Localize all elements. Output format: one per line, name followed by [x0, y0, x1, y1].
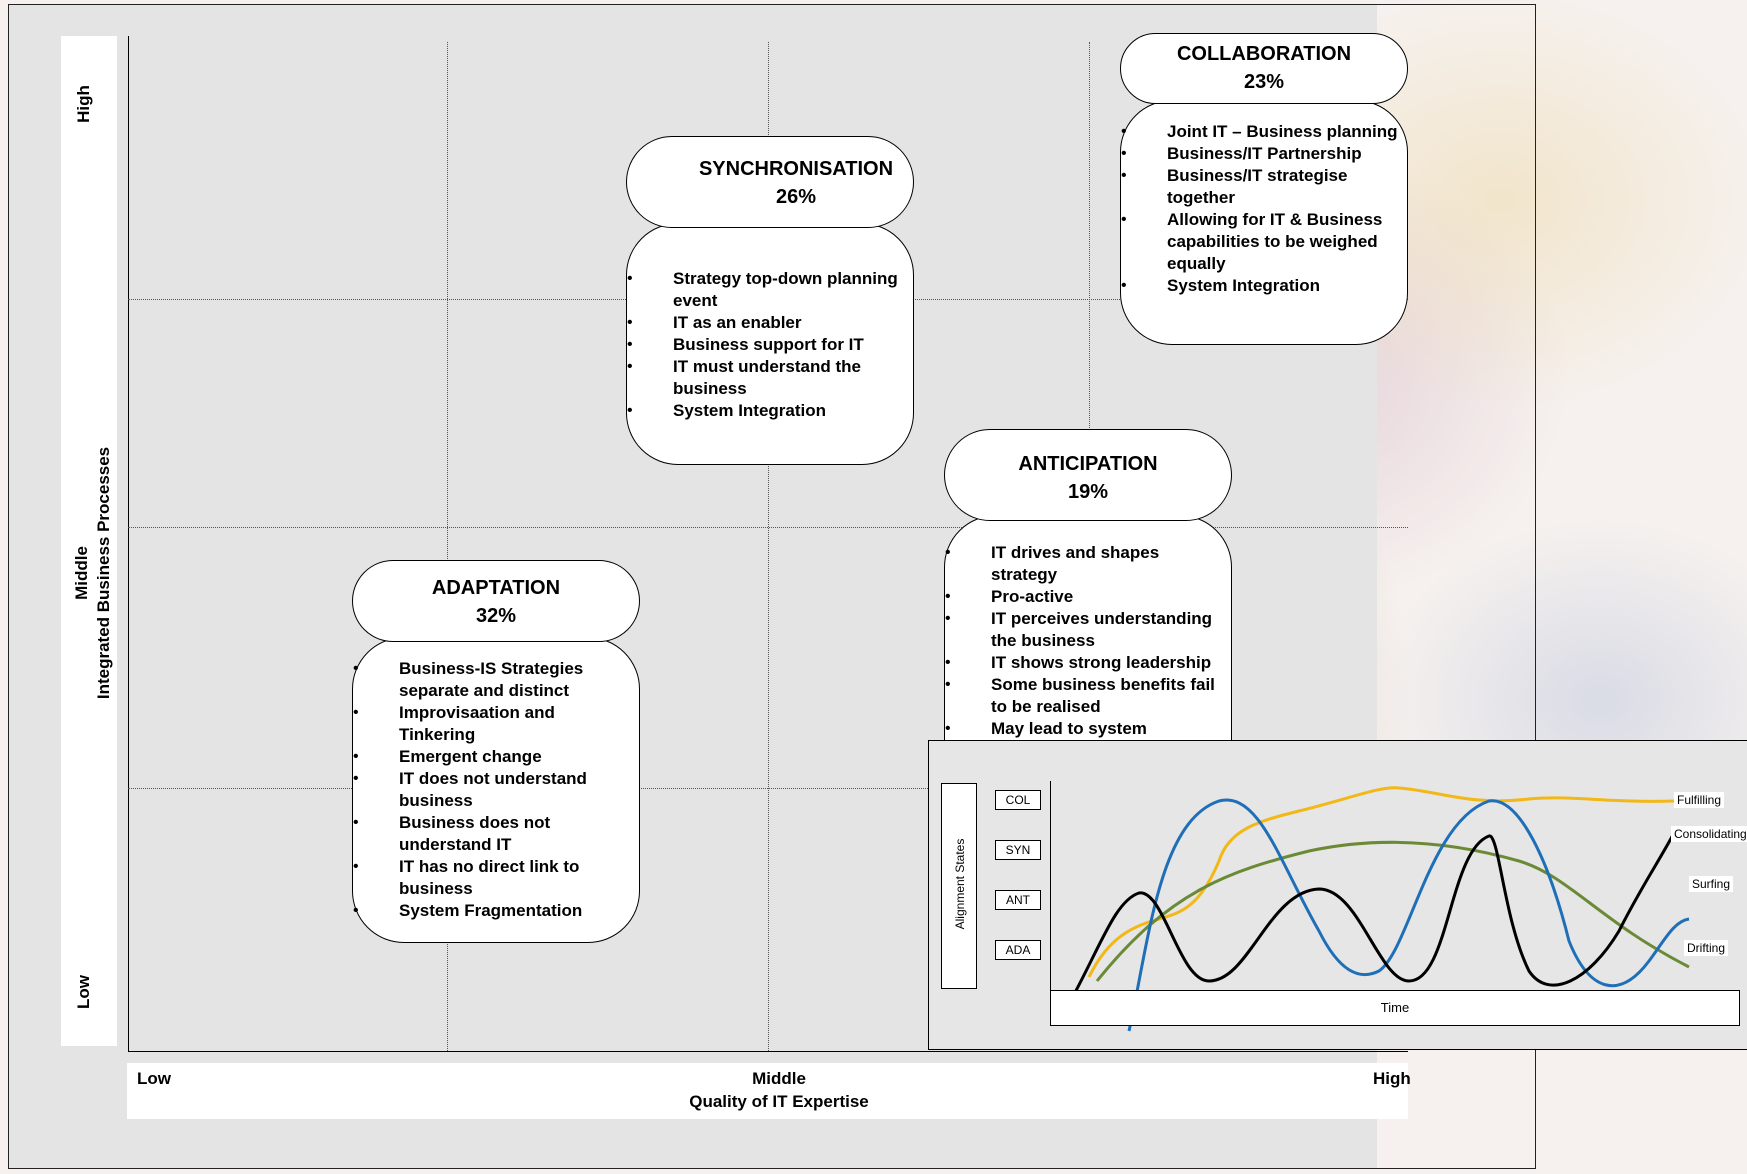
alignment-inset: Alignment States COL SYN ANT ADA Fulfill…: [928, 740, 1747, 1050]
list-item: •System Fragmentation: [353, 901, 583, 920]
label-consolidating: Consolidating: [1671, 826, 1747, 842]
y-axis-band: [61, 36, 117, 1046]
collaboration-list: •Joint IT – Business planning •Business/…: [1121, 121, 1407, 297]
anticipation-percent: 19%: [1067, 481, 1109, 503]
x-axis-line: [128, 1051, 1408, 1052]
level-syn: SYN: [995, 840, 1041, 860]
curve-surfing: [1127, 798, 1690, 1032]
grid-vline-3: [1089, 42, 1090, 742]
anticipation-list: •IT drives and shapes strategy •Pro-acti…: [945, 542, 1231, 740]
synchronisation-percent: 26%: [775, 186, 817, 208]
alignment-curves: [1063, 786, 1690, 1032]
label-drifting: Drifting: [1684, 940, 1729, 956]
label-surfing: Surfing: [1689, 876, 1734, 892]
list-item: •Strategy top-down planning event: [627, 269, 898, 310]
x-axis-low-label: Low: [137, 1069, 171, 1088]
collaboration-percent: 23%: [1243, 71, 1285, 93]
adaptation-box: •Business-IS Strategies separate and dis…: [352, 637, 640, 943]
list-item: •Joint IT – Business planning: [1121, 122, 1398, 141]
list-item: •IT must understand the business: [627, 357, 861, 398]
adaptation-percent: 32%: [475, 605, 517, 627]
list-item: •IT does not understand business: [353, 769, 587, 810]
synchronisation-list: •Strategy top-down planning event •IT as…: [627, 268, 913, 422]
list-item: •Business/IT strategise together: [1121, 166, 1348, 207]
collaboration-header: COLLABORATION 23%: [1120, 33, 1408, 104]
level-ada: ADA: [995, 940, 1041, 960]
curve-consolidating: [1063, 832, 1676, 1012]
list-item: •System Integration: [627, 401, 827, 420]
curve-drifting: [1095, 840, 1690, 982]
x-axis-title: Quality of IT Expertise: [689, 1092, 869, 1111]
list-item: •System Integration: [1121, 276, 1321, 295]
synchronisation-header: SYNCHRONISATION 26%: [626, 136, 914, 228]
collaboration-box: •Joint IT – Business planning •Business/…: [1120, 100, 1408, 345]
inset-y-label-box: Alignment States: [941, 783, 977, 989]
grid-vline-2: [768, 42, 769, 1051]
y-axis-middle-text: Middle: [72, 546, 91, 600]
x-axis-middle-label: Middle: [752, 1069, 806, 1088]
anticipation-title: ANTICIPATION: [1018, 453, 1158, 475]
y-axis-title: Integrated Business Processes: [94, 446, 113, 700]
list-item: •Allowing for IT & Business capabilities…: [1121, 210, 1383, 273]
list-item: •IT as an enabler: [627, 313, 802, 332]
label-fulfilling: Fulfilling: [1674, 792, 1725, 808]
y-axis-high-label: High: [74, 85, 93, 123]
synchronisation-box: •Strategy top-down planning event •IT as…: [626, 223, 914, 465]
y-axis-middle-label: Middle Integrated Business Processes: [71, 333, 115, 813]
list-item: •IT has no direct link to business: [353, 857, 580, 898]
adaptation-header: ADAPTATION 32%: [352, 560, 640, 642]
list-item: •May lead to system: [945, 719, 1147, 738]
level-col: COL: [995, 790, 1041, 810]
collaboration-title: COLLABORATION: [1176, 43, 1352, 65]
grid-hline-2: [128, 527, 1408, 528]
list-item: •IT drives and shapes strategy: [945, 543, 1160, 584]
synchronisation-title: SYNCHRONISATION: [698, 158, 894, 180]
list-item: •Business-IS Strategies separate and dis…: [353, 659, 584, 700]
curve-fulfilling: [1087, 786, 1675, 978]
y-axis-low-label: Low: [74, 975, 93, 1009]
anticipation-header: ANTICIPATION 19%: [944, 429, 1232, 521]
level-ant: ANT: [995, 890, 1041, 910]
list-item: •Improvisaation and Tinkering: [353, 703, 555, 744]
list-item: •IT perceives understanding the business: [945, 609, 1213, 650]
list-item: •IT shows strong leadership: [945, 653, 1212, 672]
x-axis-band: [127, 1063, 1408, 1119]
list-item: •Some business benefits fail to be reali…: [945, 675, 1215, 716]
y-axis-line: [128, 36, 129, 1052]
list-item: •Business does not understand IT: [353, 813, 551, 854]
adaptation-title: ADAPTATION: [431, 577, 561, 599]
list-item: •Emergent change: [353, 747, 542, 766]
adaptation-list: •Business-IS Strategies separate and dis…: [353, 658, 639, 922]
inset-y-axis: [1050, 781, 1051, 1021]
list-item: •Business support for IT: [627, 335, 864, 354]
inset-x-label: Time: [1380, 1000, 1410, 1015]
inset-x-label-box: Time: [1050, 990, 1740, 1026]
list-item: •Business/IT Partnership: [1121, 144, 1362, 163]
list-item: •Pro-active: [945, 587, 1074, 606]
x-axis-high-label: High: [1373, 1069, 1411, 1088]
grid-vline-1: [447, 42, 448, 1051]
